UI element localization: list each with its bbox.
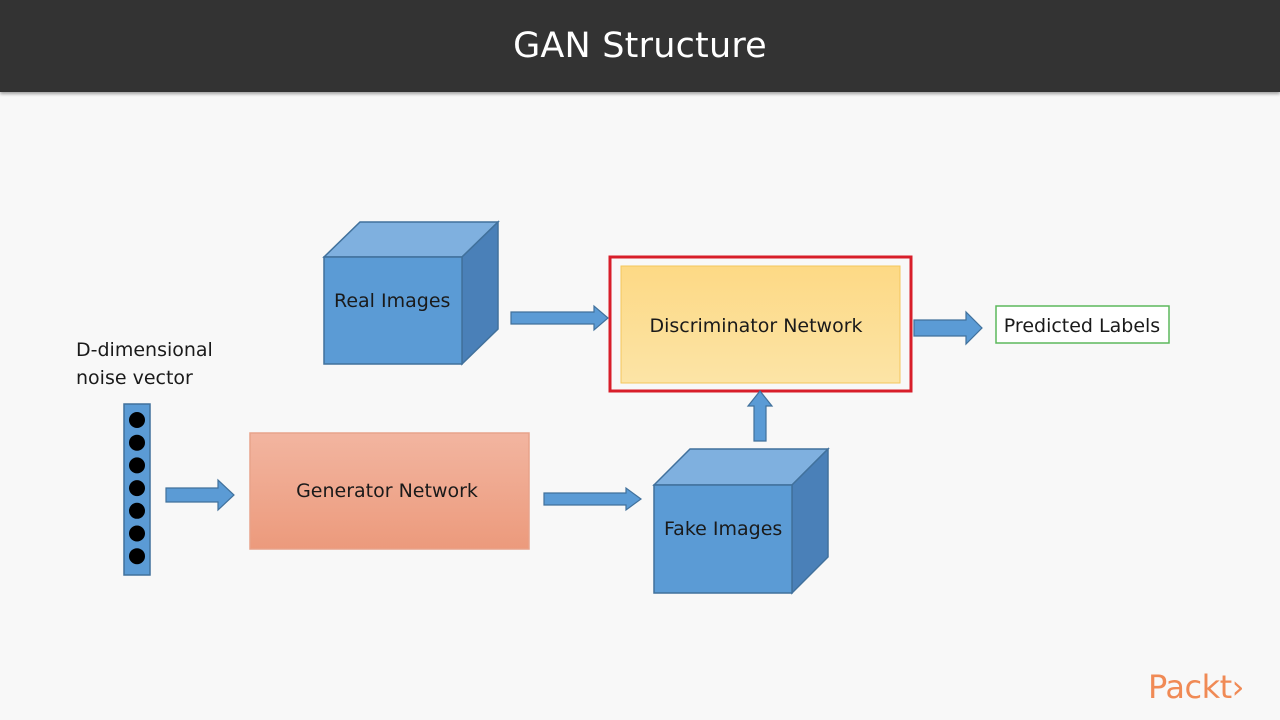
real-images-cube-front — [323, 256, 463, 365]
noise-dot — [129, 548, 145, 565]
arrow-real-to-discriminator — [510, 304, 609, 332]
discriminator-network: Discriminator Network — [608, 255, 913, 393]
noise-vector-bar — [123, 403, 151, 576]
slide-title: GAN Structure — [513, 26, 767, 66]
generator-label: Generator Network — [296, 480, 478, 502]
fake-images-cube: Fake Images — [652, 447, 830, 595]
generator-network: Generator Network — [249, 432, 530, 550]
arrow-fake-to-discriminator — [746, 390, 774, 442]
arrow-generator-to-fake — [543, 486, 643, 512]
predicted-labels-label: Predicted Labels — [1004, 315, 1160, 337]
packt-logo: Packt› — [1148, 668, 1244, 706]
real-images-cube: Real Images — [322, 220, 500, 366]
noise-dot — [129, 502, 145, 519]
generator-box — [249, 432, 530, 550]
noise-dot — [129, 480, 145, 497]
noise-vector-label-line1: D-dimensional — [76, 339, 213, 361]
noise-dot — [129, 525, 145, 542]
predicted-labels-box — [995, 305, 1170, 344]
noise-vector-label-line2: noise vector — [76, 367, 193, 389]
noise-vector-label: D-dimensional noise vector — [76, 336, 213, 392]
discriminator-box — [620, 265, 901, 384]
noise-dot — [129, 457, 145, 474]
fake-images-label: Fake Images — [664, 518, 782, 540]
fake-images-cube-front — [653, 484, 793, 594]
predicted-labels: Predicted Labels — [995, 305, 1170, 344]
noise-dots — [129, 412, 145, 565]
arrow-noise-to-generator — [165, 478, 235, 512]
discriminator-label: Discriminator Network — [649, 315, 862, 337]
noise-dot — [129, 434, 145, 451]
noise-dot — [129, 412, 145, 428]
noise-vector — [123, 403, 151, 576]
title-bar: GAN Structure — [0, 0, 1280, 92]
arrow-discriminator-to-labels — [913, 310, 983, 346]
real-images-label: Real Images — [334, 290, 450, 312]
